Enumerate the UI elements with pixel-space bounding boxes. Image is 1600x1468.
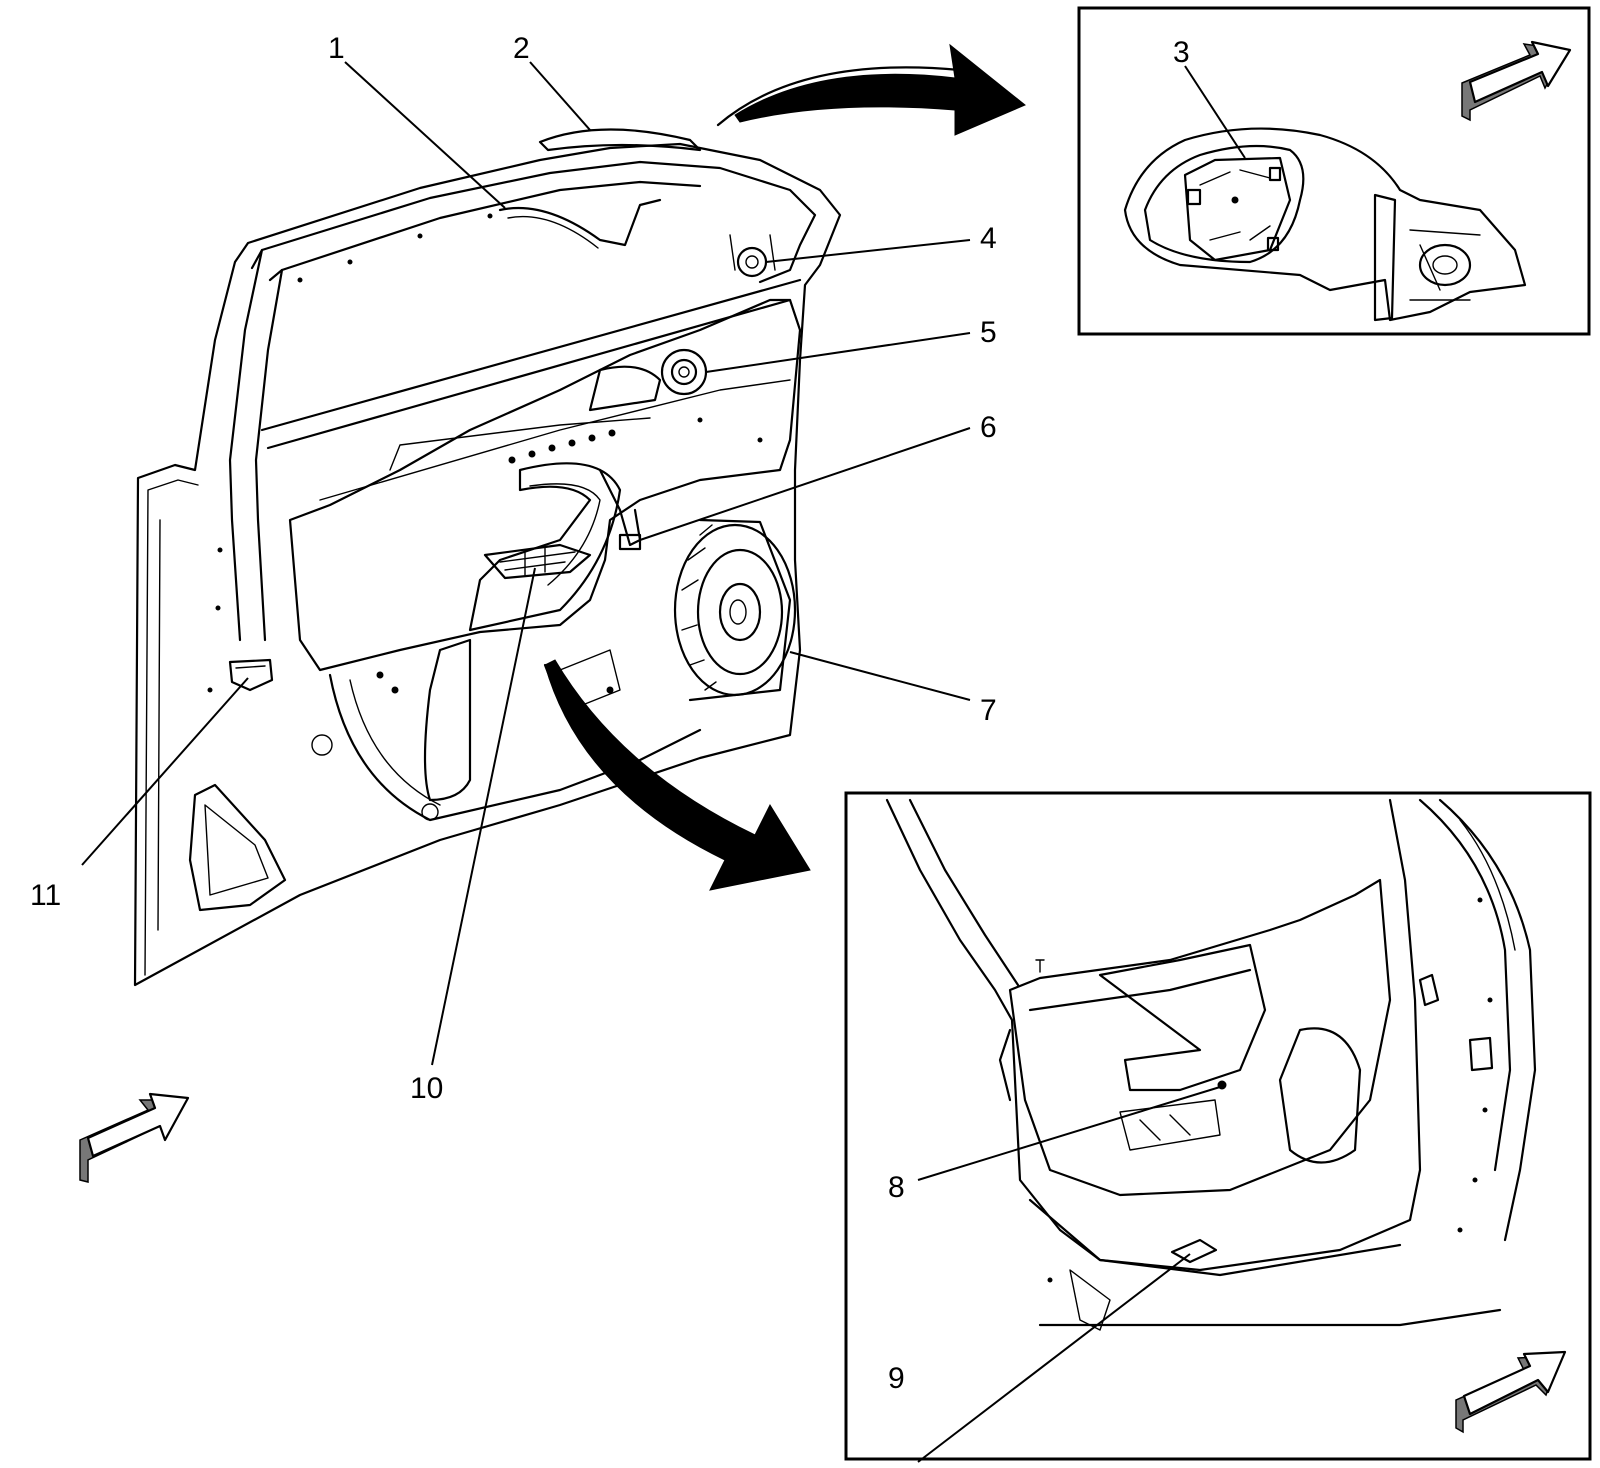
direction-arrow-icon — [1461, 40, 1572, 122]
mirror-patch — [538, 128, 702, 152]
callout-labels: 1 2 3 4 5 6 7 8 9 10 11 — [30, 32, 1190, 1395]
callout-4: 4 — [980, 222, 997, 255]
direction-arrow-icon — [79, 1092, 190, 1183]
callout-3: 3 — [1173, 36, 1190, 69]
detail-pointer-arrow-icon — [543, 659, 811, 891]
callout-2: 2 — [513, 32, 530, 65]
callout-5: 5 — [980, 316, 997, 349]
direction-arrow-icon — [1455, 1350, 1567, 1434]
door-hinge — [228, 658, 274, 692]
callout-8: 8 — [888, 1171, 905, 1204]
window-switch — [483, 543, 592, 580]
door-exterior-detail-inset — [844, 791, 1592, 1461]
leader-lines — [81, 61, 1246, 1463]
window-frame — [250, 160, 817, 284]
detail-pointer-arrow-icon — [716, 43, 1026, 136]
outside-mirror — [1123, 127, 1527, 322]
callout-6: 6 — [980, 411, 997, 444]
mirror-detail-inset — [1077, 6, 1591, 336]
door-trim-panel — [288, 298, 802, 672]
door-outer-frame — [133, 142, 842, 987]
callout-9: 9 — [888, 1362, 905, 1395]
armrest-pocket — [468, 462, 622, 632]
callout-11: 11 — [30, 879, 61, 912]
window-seal-corner — [498, 198, 662, 247]
callout-10: 10 — [410, 1072, 443, 1105]
callout-1: 1 — [328, 32, 345, 65]
callout-7: 7 — [980, 694, 997, 727]
